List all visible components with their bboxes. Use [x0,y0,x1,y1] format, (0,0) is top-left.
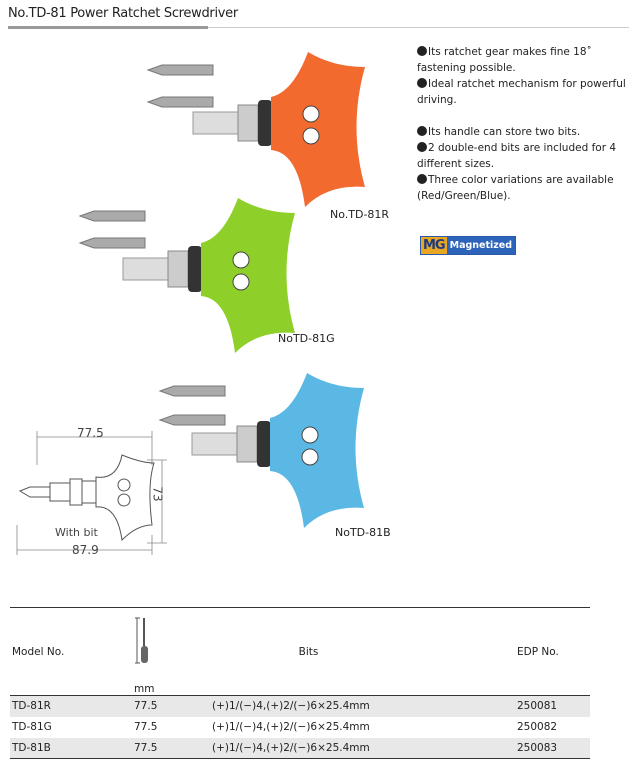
table-row: TD-81G 77.5 (+)1/(−)4,(+)2/(−)6×25.4mm 2500… [10,717,590,738]
cell-bits: (+)1/(−)4,(+)2/(−)6×25.4mm [212,721,370,733]
dim-height: 73 [150,486,165,502]
spec-table: Model No. mm Bits EDP No. TD-81R 77.5 (+)1… [10,607,590,759]
bullet-icon [417,46,427,56]
cell-edp: 250082 [517,721,558,733]
header-model: Model No. [12,645,65,658]
cell-bits: (+)1/(−)4,(+)2/(−)6×25.4mm [212,700,370,713]
table-row: TD-81B 77.5 (+)1/(−)4,(+)2/(−)6×25.4mm 2500… [10,737,590,759]
cell-length: 77.5 [134,741,158,754]
mg-logo: MG [421,237,447,254]
bullet-icon [417,126,427,136]
dim-width: 77.5 [77,426,104,440]
feature-item: Its handle can store two bits. [417,124,627,140]
product-label-blue: NoTD-81B [335,526,391,539]
cell-bits: (+)1/(−)4,(+)2/(−)6×25.4mm [212,741,370,754]
product-label-green: NoTD-81G [278,332,335,345]
product-image-blue [158,373,364,528]
feature-text: Its handle can store two bits. [428,126,581,138]
table-header-row: Model No. mm Bits EDP No. [10,607,590,696]
feature-list: Its ratchet gear makes fine 18˚ fastenin… [417,44,627,204]
header-bits: Bits [298,645,319,658]
feature-text: Ideal ratchet mechanism for powerful dri… [417,78,626,106]
cell-edp: 250083 [517,741,558,754]
cell-model: TD-81R [12,700,51,713]
header-length: mm [132,608,200,696]
header-edp: EDP No. [517,645,559,658]
product-image-green [78,198,295,353]
feature-item: Ideal ratchet mechanism for powerful dri… [417,76,627,108]
table-row: TD-81R 77.5 (+)1/(−)4,(+)2/(−)6×25.4mm 2500… [10,695,590,717]
feature-item: Its ratchet gear makes fine 18˚ fastenin… [417,44,627,76]
dimension-drawing [16,431,167,555]
cell-model: TD-81G [12,721,52,733]
title-rule [208,27,629,28]
bit-icon [78,210,146,249]
cell-edp: 250081 [517,700,558,713]
cell-length: 77.5 [134,700,158,713]
cell-model: TD-81B [12,741,51,754]
magnetized-badge: MG Magnetized [420,236,517,255]
page-title: No.TD-81 Power Ratchet Screwdriver [8,6,238,21]
dim-with-bit: 87.9 [72,543,99,557]
title-underline [8,26,208,29]
screwdriver-length-icon [135,617,148,664]
bullet-icon [417,78,427,88]
feature-text: Three color variations are available (Re… [417,174,614,202]
feature-text: Its ratchet gear makes fine 18˚ fastenin… [417,46,592,74]
bullet-icon [417,174,427,184]
product-label-red: No.TD-81R [330,208,390,221]
bit-icon [158,385,226,426]
feature-item: Three color variations are available (Re… [417,172,627,204]
bullet-icon [417,142,427,152]
feature-text: 2 double-end bits are included for 4 dif… [417,142,617,170]
badge-text: Magnetized [446,237,516,254]
cell-length: 77.5 [134,721,158,733]
feature-item: 2 double-end bits are included for 4 dif… [417,140,627,172]
product-image-red [146,52,365,207]
bit-icon [146,64,214,108]
length-unit: mm [134,683,155,695]
with-bit-label: With bit [55,526,98,539]
